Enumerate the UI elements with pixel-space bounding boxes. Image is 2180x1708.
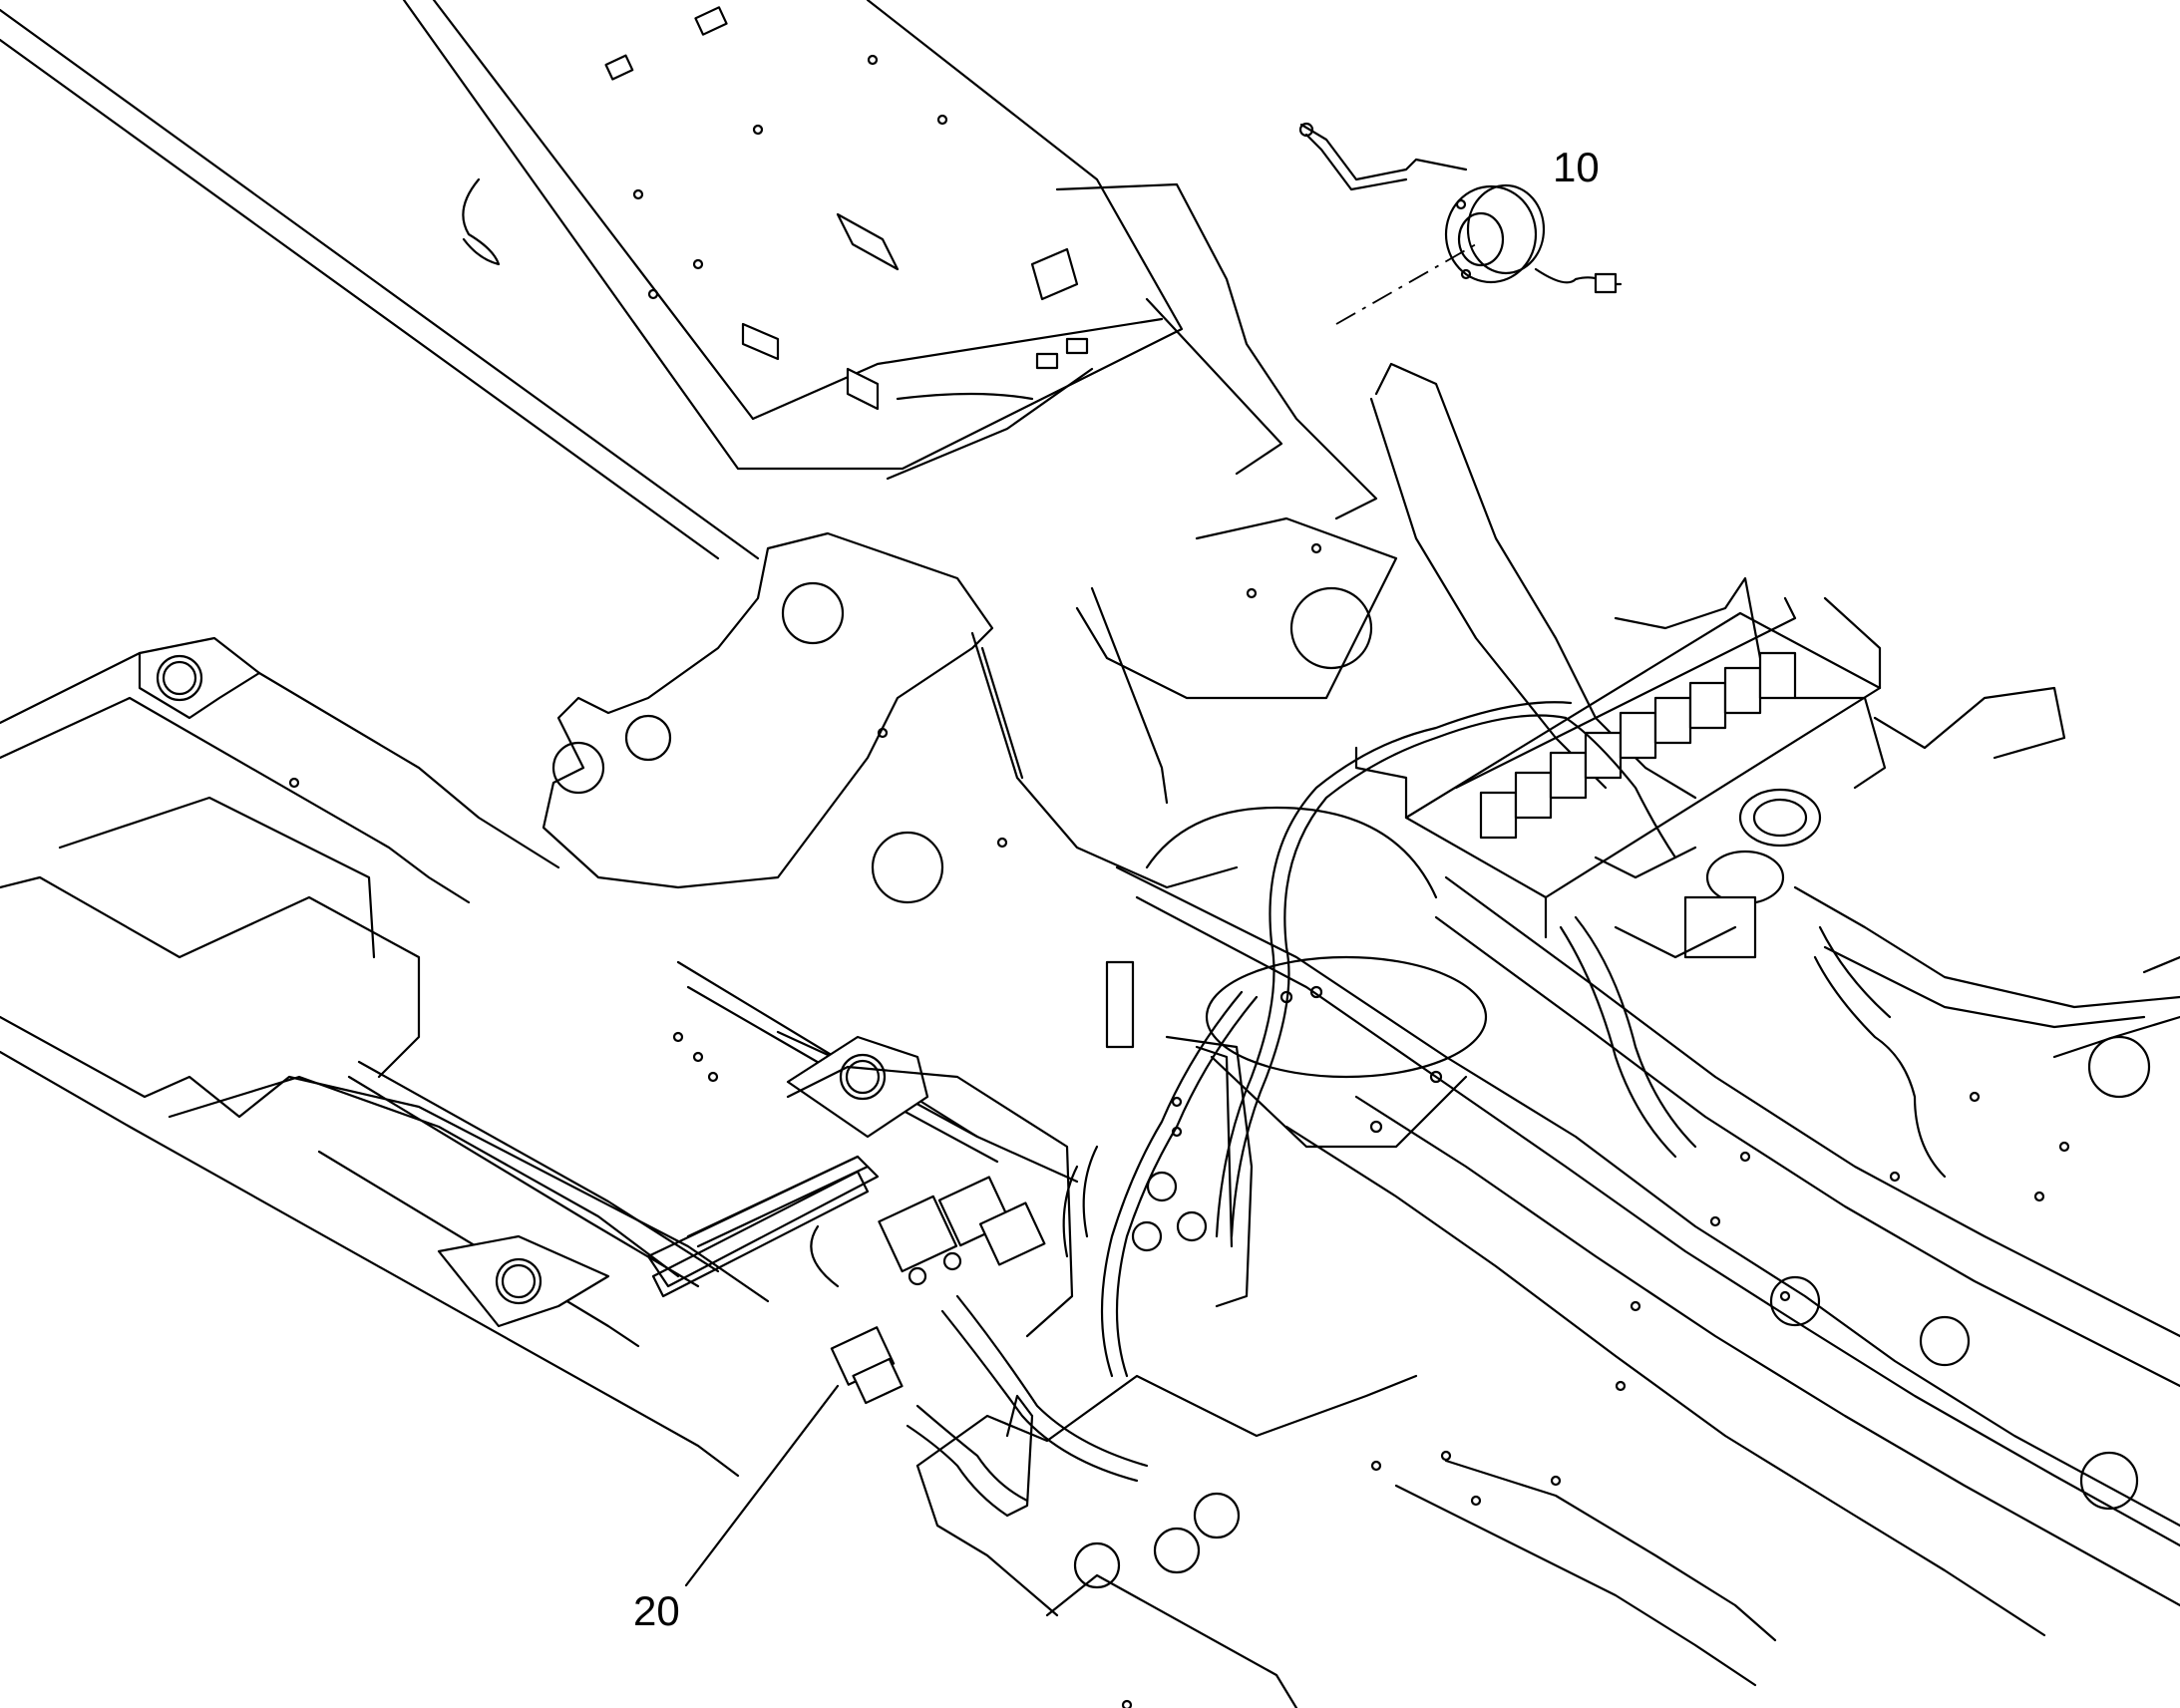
boom: [0, 0, 1378, 560]
center-mount-plate: [1005, 960, 1254, 1518]
callout-label-20: 20: [633, 1587, 680, 1634]
callout-label-10: 10: [1553, 144, 1600, 190]
hydraulic-hoses: [906, 701, 1947, 1518]
rotary-angle-sensor: [1298, 122, 1623, 325]
sensor-alignment-line: [1335, 243, 1477, 325]
main-control-valve-block: [1354, 596, 1882, 959]
boom-foot-mast: [542, 362, 1697, 904]
fitting-bracket-area: [646, 1065, 1208, 1405]
center-swivel-joint: [1145, 806, 1488, 1149]
lower-frame: [0, 542, 2180, 1708]
callout-20-leader: [684, 1384, 840, 1587]
